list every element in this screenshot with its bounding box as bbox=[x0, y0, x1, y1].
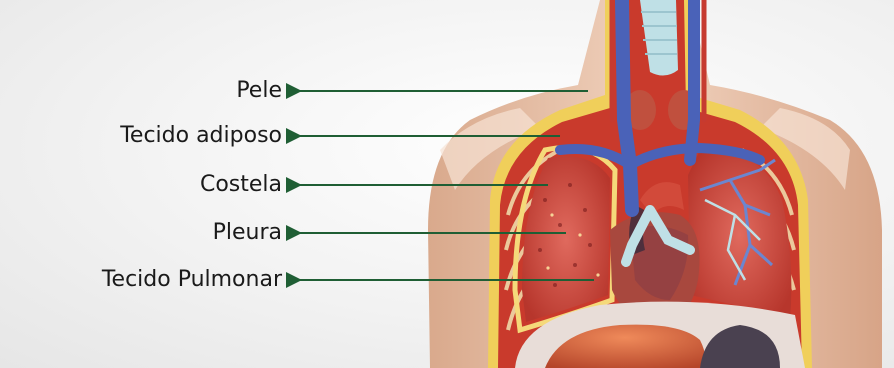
label-pleura: Pleura bbox=[213, 220, 282, 246]
label-pele: Pele bbox=[236, 78, 282, 104]
label-costela: Costela bbox=[200, 172, 282, 198]
label-tecido-adiposo: Tecido adiposo bbox=[120, 123, 282, 149]
label-tecido-pulmonar: Tecido Pulmonar bbox=[102, 267, 282, 293]
